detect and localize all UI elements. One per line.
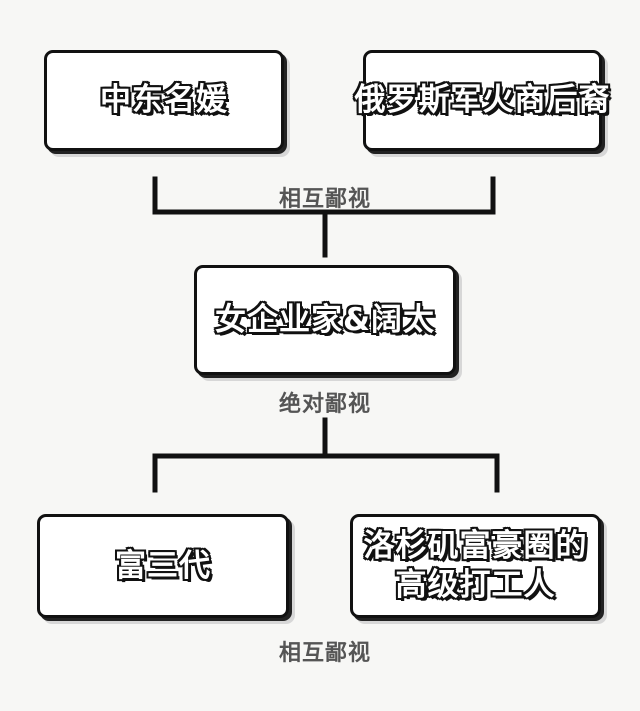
node-middle-east-socialites: 中东名媛	[44, 50, 284, 151]
node-russian-arms-heirs: 俄罗斯军火商后裔	[354, 50, 611, 151]
relation-label-bottom: 相互鄙视	[278, 641, 372, 666]
node-third-generation-rich: 富三代	[37, 514, 289, 618]
node-la-wealthy-circle-workers-line-2: 高级打工人	[395, 566, 556, 604]
relation-label-middle: 绝对鄙视	[278, 392, 372, 417]
node-la-wealthy-circle-workers: 洛杉矶富豪圈的 高级打工人	[350, 514, 601, 618]
node-businesswomen-tai-tai-label: 女企业家&阔太	[214, 301, 436, 339]
node-middle-east-socialites-label: 中东名媛	[99, 81, 228, 119]
relation-label-top: 相互鄙视	[278, 187, 372, 212]
node-russian-arms-heirs-label: 俄罗斯军火商后裔	[354, 81, 611, 119]
bottom-bracket-line	[152, 453, 500, 493]
node-la-wealthy-circle-workers-line-1: 洛杉矶富豪圈的	[363, 527, 588, 565]
node-businesswomen-tai-tai: 女企业家&阔太	[194, 265, 456, 375]
node-third-generation-rich-label: 富三代	[114, 547, 211, 585]
